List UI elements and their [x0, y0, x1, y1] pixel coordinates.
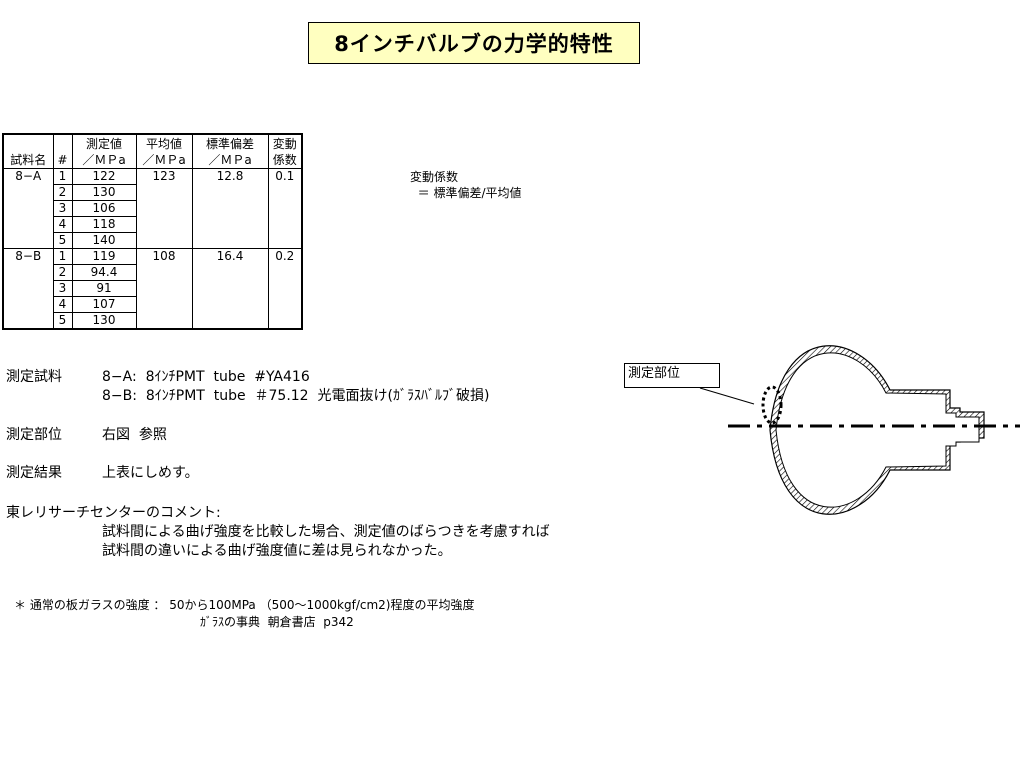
header-std: 標準偏差／ＭＰa: [191, 133, 269, 169]
table-row: 8−B 1 119 108 16.4 0.2: [2, 248, 303, 330]
comment-line1: 試料間による曲げ強度を比較した場合、測定値のばらつきを考慮すれば: [102, 524, 550, 540]
comment-line2: 試料間の違いによる曲げ強度値に差は見られなかった。: [102, 543, 452, 559]
header-sample: 試料名: [2, 133, 54, 169]
header-measured: 測定値／ＭＰa: [71, 133, 137, 169]
table-row: 4 118: [3, 216, 302, 233]
footnote-line1: ＊ 通常の板ガラスの強度 ： 50から100MPa （500〜1000kgf/c…: [14, 598, 475, 612]
sample-b-text: 8−B: 8ｲﾝﾁPMT tube ＃75.12 光電面抜け(ｶﾞﾗｽﾊﾞﾙﾌﾞ…: [102, 388, 490, 404]
result-label: 測定結果: [6, 465, 62, 481]
mean-value: 123: [135, 168, 193, 249]
location-value: 右図 参照: [102, 427, 167, 443]
table-row: 3 91: [3, 280, 302, 297]
sample-name: 8−A: [2, 168, 54, 249]
cv-note-line2: ＝ 標準偏差/平均値: [410, 186, 522, 200]
cv-value: 0.1: [267, 168, 303, 249]
table-row: 4 107: [3, 296, 302, 313]
table-row: 2 130: [3, 184, 302, 201]
table-row: 5 130: [3, 312, 302, 330]
std-value: 16.4: [191, 248, 269, 330]
mean-value: 108: [135, 248, 193, 330]
row-index: 4: [52, 296, 73, 313]
sample-a-text: 8−A: 8ｲﾝﾁPMT tube #YA416: [102, 369, 310, 385]
result-value: 上表にしめす。: [102, 465, 199, 481]
cv-note-line1: 変動係数: [410, 170, 459, 184]
measured-value: 130: [71, 312, 137, 330]
std-value: 12.8: [191, 168, 269, 249]
measured-value: 107: [71, 296, 137, 313]
sample-label: 測定試料: [6, 369, 62, 385]
table-header-row: 試料名 # 測定値／ＭＰa 平均値／ＭＰa 標準偏差／ＭＰa 変動係数: [2, 133, 303, 169]
table-row: 8−A 1 122 123 12.8 0.1: [2, 168, 303, 249]
measurement-location-marker: [761, 385, 783, 425]
bulb-glass-inner: [775, 352, 980, 508]
footnote-line2: ｶﾞﾗｽの事典 朝倉書店 p342: [200, 615, 354, 629]
measurement-location-callout: 測定部位: [624, 363, 720, 388]
comment-label: 東レリサーチセンターのコメント:: [6, 505, 221, 521]
location-label: 測定部位: [6, 427, 62, 443]
page-title: 8インチバルブの力学的特性: [308, 22, 640, 64]
measured-value: 91: [71, 280, 137, 297]
table-row: 3 106: [3, 200, 302, 217]
header-cv: 変動係数: [267, 133, 303, 169]
table-row: 2 94.4: [3, 264, 302, 281]
measured-value: 118: [71, 216, 137, 233]
callout-leader-line: [699, 387, 755, 405]
sample-name: 8−B: [2, 248, 54, 330]
strength-table: 試料名 # 測定値／ＭＰa 平均値／ＭＰa 標準偏差／ＭＰa 変動係数 8−A …: [2, 133, 303, 330]
cv-value: 0.2: [267, 248, 303, 330]
